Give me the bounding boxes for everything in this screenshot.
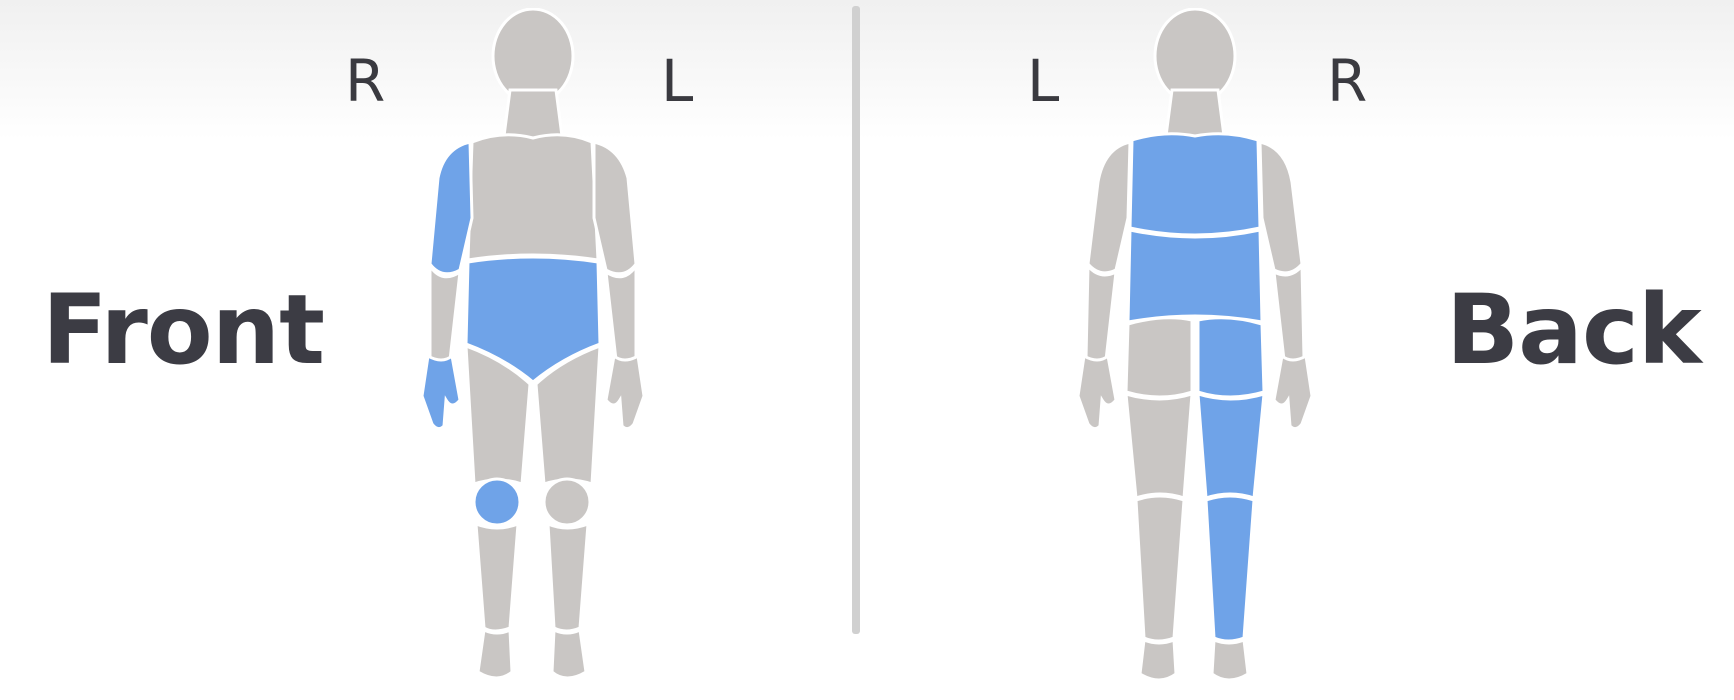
back-left-hand[interactable] (1078, 356, 1116, 429)
front-left-hand[interactable] (606, 356, 644, 429)
front-right-knee[interactable] (474, 479, 520, 525)
back-upper-back[interactable] (1130, 134, 1260, 235)
front-right-hand[interactable] (422, 356, 460, 429)
back-right-thigh[interactable] (1198, 394, 1264, 498)
front-left-foot[interactable] (552, 630, 586, 678)
front-left-side-label: L (661, 52, 693, 110)
back-lower-back[interactable] (1128, 230, 1262, 322)
view-divider (852, 6, 860, 634)
front-right-forearm[interactable] (430, 266, 460, 364)
front-left-shin[interactable] (548, 524, 588, 631)
back-view-title: Back (1446, 282, 1701, 378)
back-left-side-label: L (1027, 52, 1059, 110)
back-right-hand[interactable] (1274, 356, 1312, 429)
front-body-figure (402, 8, 662, 692)
front-right-side-label: R (345, 52, 385, 110)
back-right-forearm[interactable] (1274, 266, 1304, 364)
back-right-buttock[interactable] (1198, 318, 1264, 397)
front-right-foot[interactable] (478, 630, 512, 678)
back-right-calf[interactable] (1206, 496, 1254, 641)
front-left-knee[interactable] (544, 479, 590, 525)
front-view-title: Front (42, 282, 324, 378)
front-right-shin[interactable] (476, 524, 518, 631)
back-left-forearm[interactable] (1086, 266, 1116, 364)
front-chest[interactable] (468, 135, 598, 260)
back-right-foot[interactable] (1212, 640, 1248, 680)
back-right-side-label: R (1327, 52, 1367, 110)
front-right-upper-arm[interactable] (430, 142, 472, 274)
back-left-calf[interactable] (1136, 496, 1184, 641)
front-left-upper-arm[interactable] (594, 142, 636, 274)
front-left-forearm[interactable] (606, 266, 636, 364)
back-left-buttock[interactable] (1126, 318, 1192, 397)
back-left-upper-arm[interactable] (1088, 142, 1130, 273)
back-left-foot[interactable] (1140, 640, 1176, 680)
back-body-figure (1064, 8, 1324, 692)
back-right-upper-arm[interactable] (1260, 142, 1302, 273)
back-left-thigh[interactable] (1126, 394, 1192, 498)
